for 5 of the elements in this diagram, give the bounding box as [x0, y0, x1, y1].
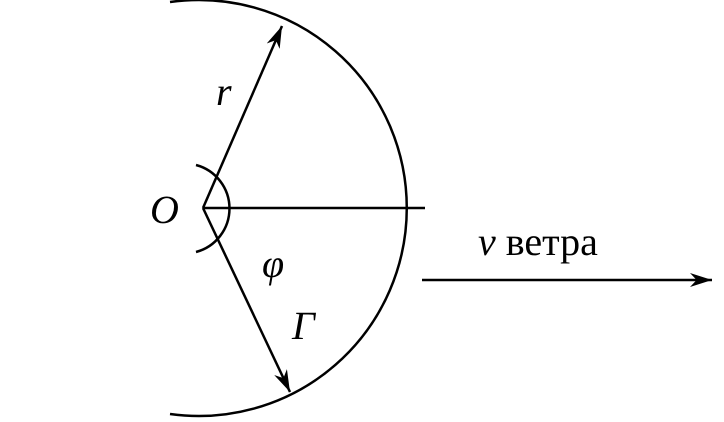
vector-label: r	[216, 72, 232, 112]
vector-label: Γ	[292, 306, 315, 346]
wind-velocity-label: v ветра	[478, 222, 598, 262]
point-label: O	[150, 190, 179, 230]
angle-label: φ	[262, 244, 284, 284]
